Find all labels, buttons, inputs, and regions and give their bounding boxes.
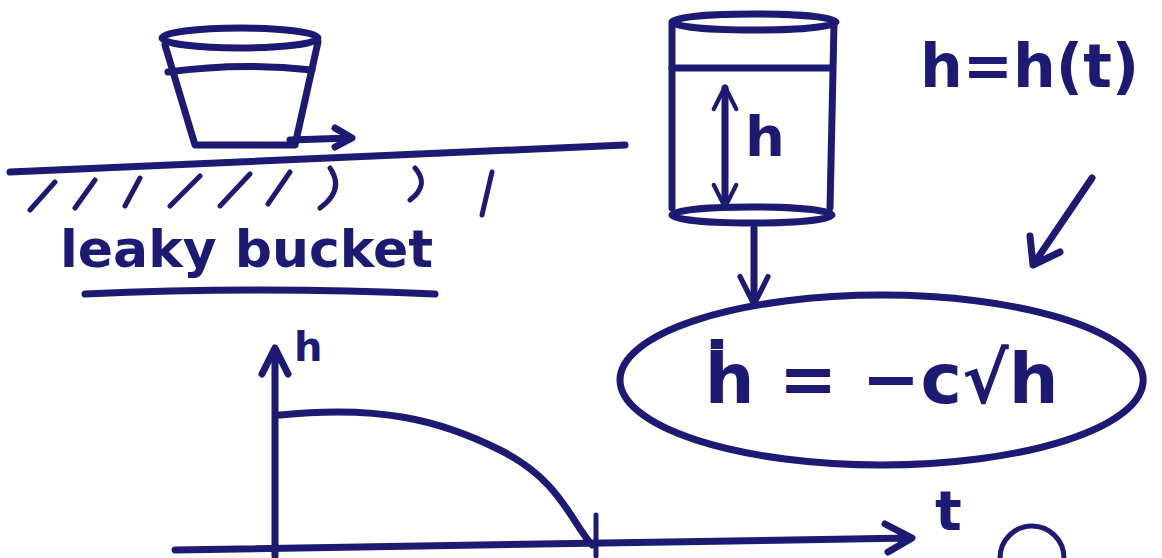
bucket-rim: [162, 28, 318, 48]
flow-arrow: [751, 228, 758, 303]
bucket-wall: [672, 24, 834, 208]
ground-line: [10, 145, 625, 172]
equation-text: ḣ = −c√h: [705, 343, 1059, 417]
leak-arrow: [290, 128, 352, 147]
axis-label: t: [935, 482, 962, 541]
bucket-shape: h: [668, 10, 840, 228]
partial-circle: [1000, 526, 1064, 558]
water-line: [168, 66, 312, 72]
t-axis: [175, 524, 912, 552]
bucket-body: [165, 42, 318, 145]
height-label: h: [745, 108, 785, 167]
leader-arrow: [1030, 178, 1092, 265]
height-arrow: [722, 88, 729, 206]
bucket-rim: [672, 14, 836, 30]
axis-label: h: [294, 326, 322, 368]
bucket-bottom: [672, 207, 832, 223]
equation-ellipse: ḣ = −c√h: [615, 290, 1148, 470]
function-note: h=h(t): [920, 35, 1139, 98]
ground-hatching: [30, 168, 492, 215]
h-axis: [262, 348, 288, 556]
title-underline: [85, 290, 435, 294]
water-line: [672, 65, 832, 72]
empty-time-tick: [594, 515, 599, 556]
diagram-title: leaky bucket: [60, 222, 433, 277]
height-curve: [280, 412, 592, 545]
ellipse-outline: [620, 295, 1143, 465]
